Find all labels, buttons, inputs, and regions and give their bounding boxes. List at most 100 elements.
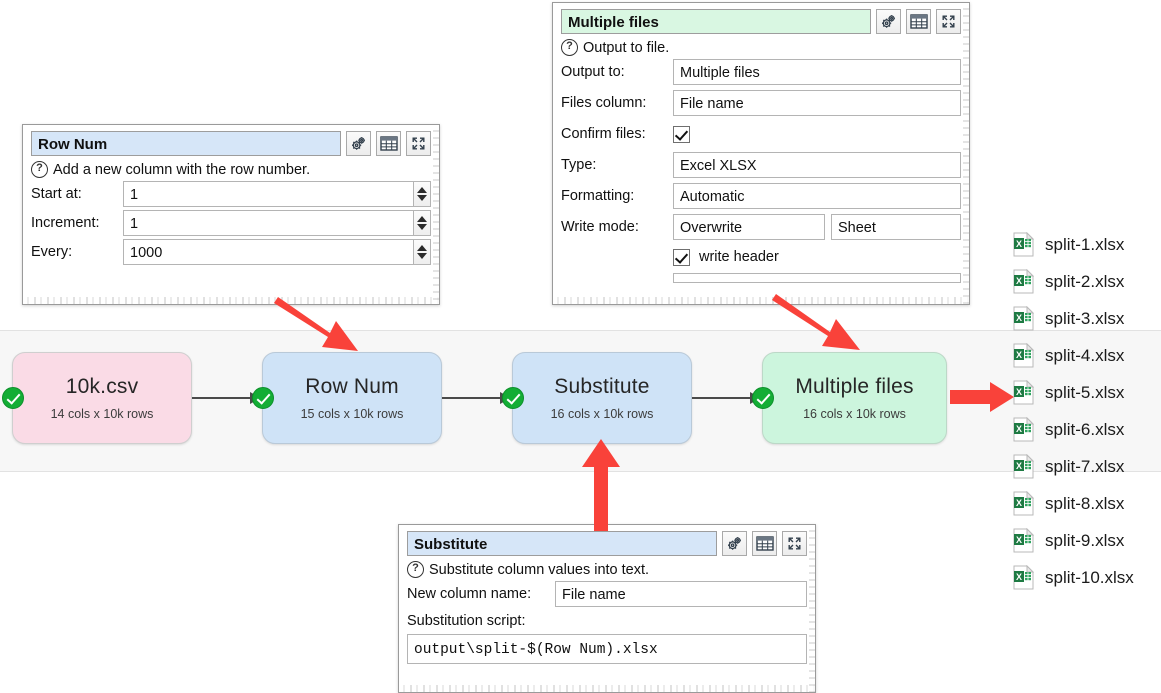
field-output-to[interactable]: Output to: Multiple files (561, 59, 961, 85)
svg-text:X: X (1016, 461, 1022, 471)
every-input[interactable]: 1000 (123, 239, 414, 265)
type-select[interactable]: Excel XLSX (673, 152, 961, 178)
gears-icon[interactable] (876, 9, 901, 34)
files-column-select[interactable]: File name (673, 90, 961, 116)
flow-node-multiple-files[interactable]: Multiple files 16 cols x 10k rows (752, 352, 947, 444)
svg-text:X: X (1016, 498, 1022, 508)
gears-icon[interactable] (722, 531, 747, 556)
flow-node-10k-csv[interactable]: 10k.csv 14 cols x 10k rows (2, 352, 192, 444)
field-confirm-files[interactable]: Confirm files: (561, 121, 961, 147)
excel-file-icon: X (1013, 269, 1034, 294)
panel-multiple-files[interactable]: Multiple files (552, 2, 970, 305)
panel-header: Row Num (31, 131, 431, 156)
help-icon[interactable]: ? (407, 561, 424, 578)
excel-file-icon: X (1013, 232, 1034, 257)
panel-clipped-edge (399, 685, 815, 692)
file-name: split-1.xlsx (1045, 234, 1125, 254)
expand-icon[interactable] (406, 131, 431, 156)
status-ok-icon (502, 387, 524, 409)
svg-text:X: X (1016, 535, 1022, 545)
annotation-arrow-to-row-num (274, 297, 358, 351)
annotation-arrow-to-files (950, 382, 1014, 412)
file-name: split-3.xlsx (1045, 308, 1125, 328)
excel-file-icon: X (1013, 528, 1034, 553)
panel-header: Substitute (407, 531, 807, 556)
table-icon[interactable] (752, 531, 777, 556)
node-subtitle: 16 cols x 10k rows (550, 406, 654, 421)
status-ok-icon (252, 387, 274, 409)
list-item[interactable]: X split-10.xlsx (1013, 559, 1161, 596)
field-label: Every: (31, 244, 73, 260)
annotation-arrow-to-substitute (582, 439, 620, 531)
start-at-stepper[interactable] (414, 181, 431, 207)
field-increment[interactable]: Increment: 1 (31, 210, 431, 236)
panel-title-field[interactable]: Multiple files (561, 9, 871, 34)
panel-title-field[interactable]: Substitute (407, 531, 717, 556)
connector-3 (692, 392, 761, 404)
flow-node-row-num[interactable]: Row Num 15 cols x 10k rows (252, 352, 442, 444)
every-stepper[interactable] (414, 239, 431, 265)
field-formatting[interactable]: Formatting: Automatic (561, 183, 961, 209)
field-new-column-name[interactable]: New column name: File name (407, 581, 807, 607)
write-header-checkbox[interactable] (673, 248, 690, 266)
status-ok-icon (2, 387, 24, 409)
panel-substitute[interactable]: Substitute (398, 524, 816, 693)
formatting-select[interactable]: Automatic (673, 183, 961, 209)
list-item[interactable]: X split-5.xlsx (1013, 374, 1161, 411)
list-item[interactable]: X split-9.xlsx (1013, 522, 1161, 559)
list-item[interactable]: X split-4.xlsx (1013, 337, 1161, 374)
excel-file-icon: X (1013, 565, 1034, 590)
list-item[interactable]: X split-2.xlsx (1013, 263, 1161, 300)
field-write-mode[interactable]: Write mode: Overwrite Sheet (561, 214, 961, 240)
excel-file-icon: X (1013, 343, 1034, 368)
list-item[interactable]: X split-3.xlsx (1013, 300, 1161, 337)
file-name: split-2.xlsx (1045, 271, 1125, 291)
panel-title-field[interactable]: Row Num (31, 131, 341, 156)
start-at-input[interactable]: 1 (123, 181, 414, 207)
node-subtitle: 15 cols x 10k rows (300, 406, 404, 421)
field-type[interactable]: Type: Excel XLSX (561, 152, 961, 178)
list-item[interactable]: X split-8.xlsx (1013, 485, 1161, 522)
svg-text:X: X (1016, 424, 1022, 434)
substitution-script-input[interactable]: output\split-$(Row Num).xlsx (407, 634, 807, 664)
svg-text:X: X (1016, 239, 1022, 249)
panel-description-text: Add a new column with the row number. (53, 161, 311, 178)
panel-row-num[interactable]: Row Num (22, 124, 440, 305)
field-start-at[interactable]: Start at: 1 (31, 181, 431, 207)
write-mode-select[interactable]: Overwrite (673, 214, 825, 240)
expand-icon[interactable] (782, 531, 807, 556)
new-column-name-input[interactable]: File name (555, 581, 807, 607)
increment-stepper[interactable] (414, 210, 431, 236)
file-name: split-9.xlsx (1045, 530, 1125, 550)
annotation-arrow-to-multiple-files (772, 294, 860, 350)
list-item[interactable]: X split-6.xlsx (1013, 411, 1161, 448)
help-icon[interactable]: ? (31, 161, 48, 178)
list-item[interactable]: X split-7.xlsx (1013, 448, 1161, 485)
confirm-files-checkbox[interactable] (673, 125, 690, 143)
file-name: split-8.xlsx (1045, 493, 1125, 513)
gears-icon[interactable] (346, 131, 371, 156)
increment-input[interactable]: 1 (123, 210, 414, 236)
field-label: Write mode: (561, 219, 639, 235)
output-to-select[interactable]: Multiple files (673, 59, 961, 85)
write-target-select[interactable]: Sheet (831, 214, 961, 240)
file-name: split-4.xlsx (1045, 345, 1125, 365)
field-every[interactable]: Every: 1000 (31, 239, 431, 265)
panel-description: ? Output to file. (561, 39, 961, 56)
field-label: Formatting: (561, 188, 635, 204)
expand-icon[interactable] (936, 9, 961, 34)
table-icon[interactable] (906, 9, 931, 34)
panel-description: ? Add a new column with the row number. (31, 161, 431, 178)
field-write-header[interactable]: write header (561, 245, 961, 269)
excel-file-icon: X (1013, 417, 1034, 442)
field-label: New column name: (407, 586, 532, 602)
field-label: Confirm files: (561, 126, 646, 142)
excel-file-icon: X (1013, 380, 1034, 405)
list-item[interactable]: X split-1.xlsx (1013, 226, 1161, 263)
field-files-column[interactable]: Files column: File name (561, 90, 961, 116)
flow-node-substitute[interactable]: Substitute 16 cols x 10k rows (502, 352, 692, 444)
file-name: split-10.xlsx (1045, 567, 1134, 587)
table-icon[interactable] (376, 131, 401, 156)
help-icon[interactable]: ? (561, 39, 578, 56)
write-header-label: write header (699, 249, 779, 265)
